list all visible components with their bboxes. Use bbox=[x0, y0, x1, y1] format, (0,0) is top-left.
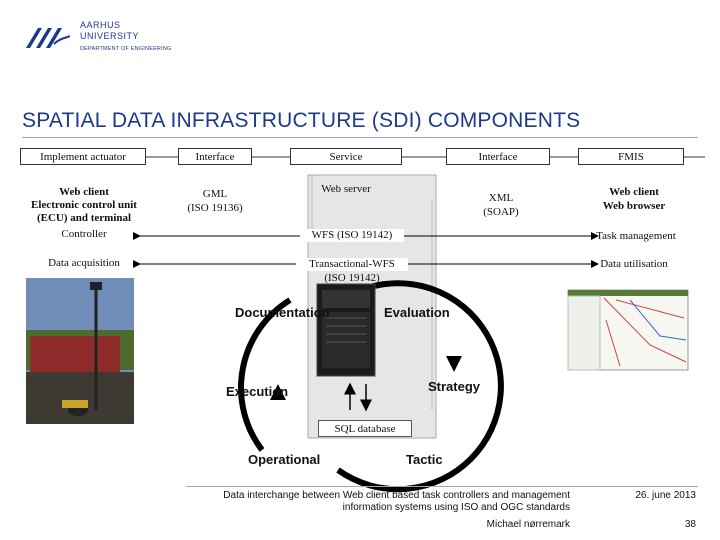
left-label-line2: Electronic control unit bbox=[31, 199, 137, 211]
xml-label: XML bbox=[488, 192, 514, 204]
gml-iso-label: (ISO 19136) bbox=[187, 202, 243, 214]
left-label-line4: Controller bbox=[61, 228, 107, 240]
title-underline bbox=[22, 137, 698, 138]
server-tower-icon bbox=[316, 283, 376, 377]
footer-rule bbox=[186, 486, 698, 487]
fmis-label-line1: Web client bbox=[609, 186, 659, 198]
footer-author: Michael nørremark bbox=[486, 519, 570, 530]
header-fmis: FMIS bbox=[578, 148, 684, 165]
data-acquisition-label: Data acquisition bbox=[48, 257, 120, 269]
header-implement-actuator: Implement actuator bbox=[20, 148, 146, 165]
sql-database-label: SQL database bbox=[318, 420, 412, 437]
left-label-line1: Web client bbox=[59, 186, 109, 198]
header-interface-right: Interface bbox=[446, 148, 550, 165]
twfs-label-line2: (ISO 19142) bbox=[324, 272, 380, 284]
cycle-arrowhead-left bbox=[270, 384, 286, 400]
logo-line1: AARHUS bbox=[80, 20, 121, 30]
logo-line2: UNIVERSITY bbox=[80, 31, 140, 41]
documentation-label: Documentation bbox=[235, 305, 330, 320]
footer-caption-line2: information systems using ISO and OGC st… bbox=[342, 502, 570, 513]
header-service: Service bbox=[290, 148, 402, 165]
strategy-label: Strategy bbox=[428, 379, 481, 394]
cycle-ring-left bbox=[238, 297, 292, 452]
footer-date: 26. june 2013 bbox=[635, 490, 696, 501]
operational-label: Operational bbox=[248, 452, 321, 467]
wfs-label: WFS (ISO 19142) bbox=[300, 229, 404, 242]
tactic-label: Tactic bbox=[406, 452, 443, 467]
cycle-arrowhead-right bbox=[446, 356, 462, 372]
footer-page-number: 38 bbox=[684, 519, 696, 530]
map-screenshot bbox=[567, 289, 689, 371]
twfs-label-line1: Transactional-WFS bbox=[296, 258, 408, 271]
page-title: SPATIAL DATA INFRASTRUCTURE (SDI) COMPON… bbox=[22, 109, 581, 132]
university-logo: AARHUS UNIVERSITY DEPARTMENT OF ENGINEER… bbox=[24, 20, 184, 60]
logo-line3: DEPARTMENT OF ENGINEERING bbox=[80, 46, 172, 52]
field-photo bbox=[26, 278, 134, 424]
left-label-line3: (ECU) and terminal bbox=[36, 212, 132, 224]
cycle-ring bbox=[336, 280, 504, 493]
task-management-label: Task management bbox=[596, 230, 676, 242]
execution-label: Execution bbox=[226, 384, 289, 399]
gml-label: GML bbox=[202, 188, 228, 200]
header-interface-left: Interface bbox=[178, 148, 252, 165]
logo-mark-icon bbox=[26, 28, 70, 48]
web-server-label: Web server bbox=[321, 183, 371, 195]
fmis-label-line2: Web browser bbox=[602, 200, 666, 212]
data-utilisation-label: Data utilisation bbox=[600, 258, 668, 270]
footer-caption-line1: Data interchange between Web client base… bbox=[223, 490, 570, 501]
soap-label: (SOAP) bbox=[483, 206, 519, 218]
evaluation-label: Evaluation bbox=[384, 305, 450, 320]
